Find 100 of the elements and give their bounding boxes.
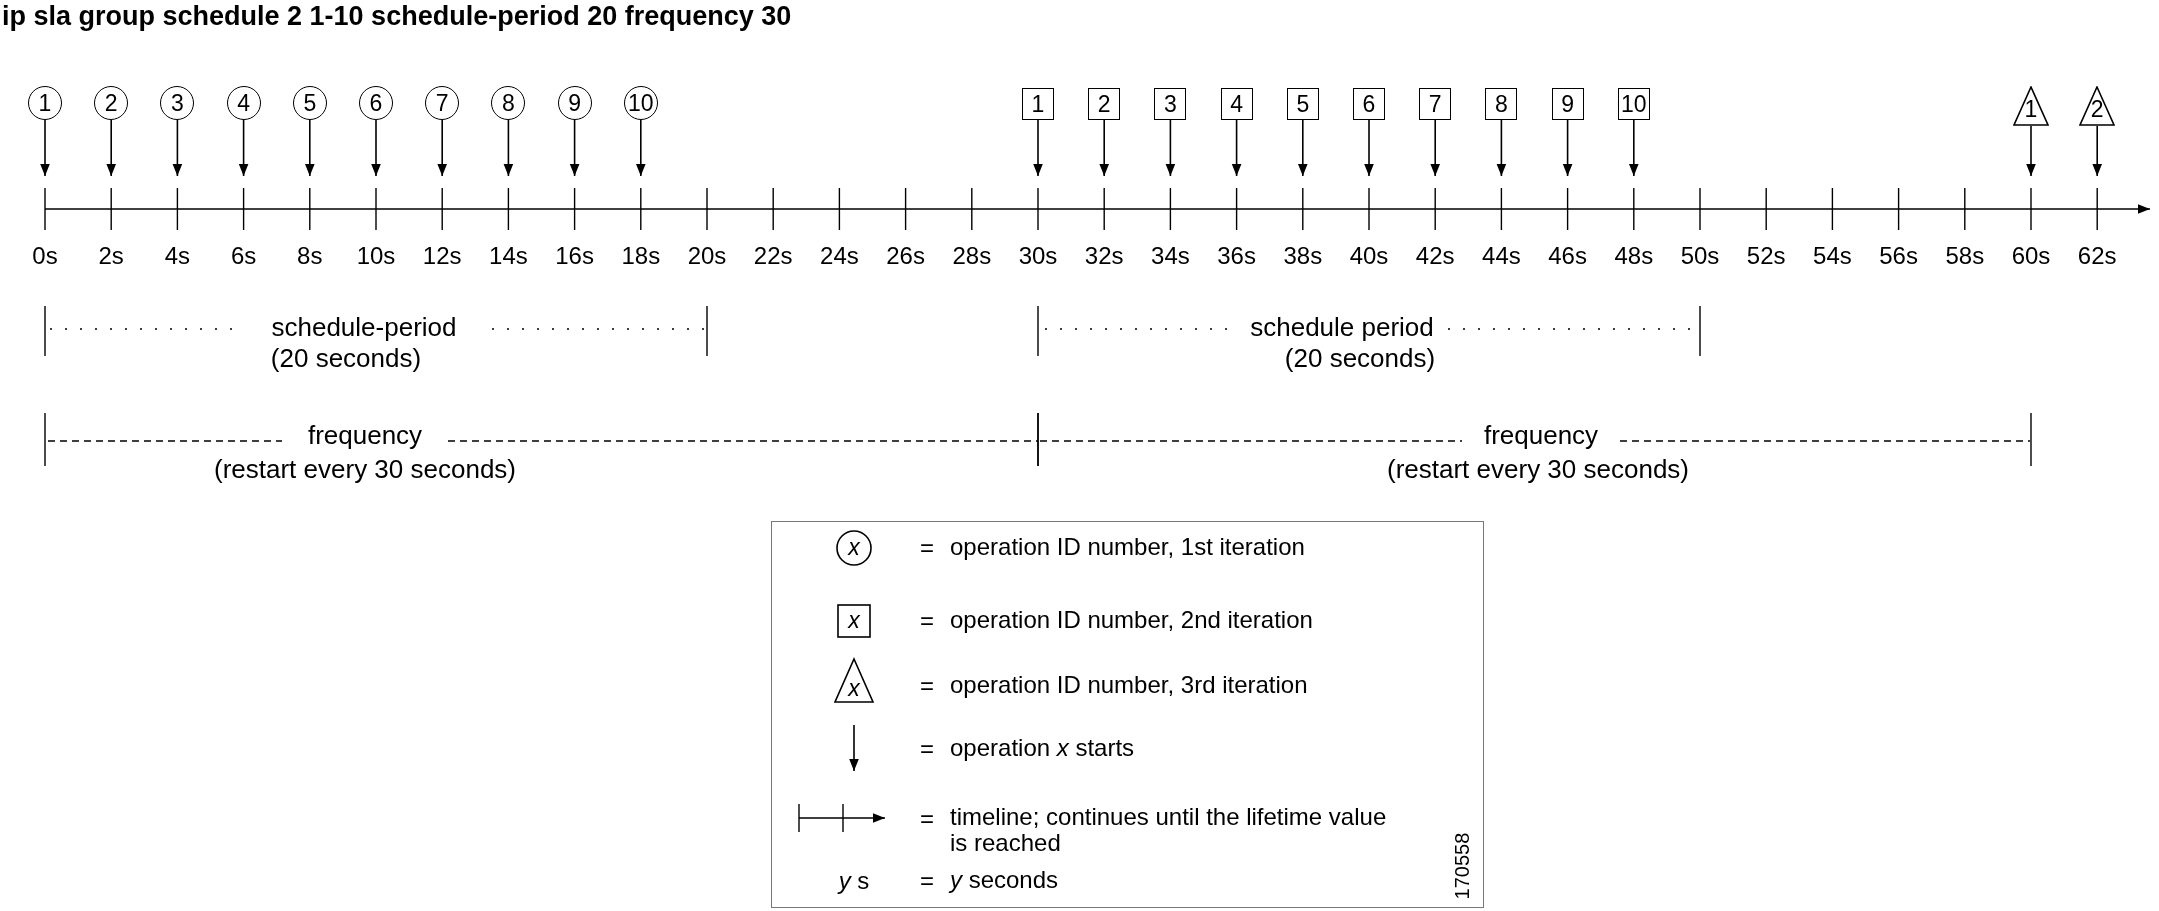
arrow [106, 119, 116, 177]
arrow [437, 119, 447, 177]
numbered-circle: 9 [557, 86, 592, 120]
legend-symbol-text: y s [838, 867, 870, 895]
title: ip sla group schedule 2 1-10 schedule-period 20 frequency 30 [2, 2, 792, 32]
numbered-square: 7 [1419, 88, 1452, 120]
equals-sign: = [920, 534, 934, 562]
arrow [1298, 119, 1308, 177]
numbered-circle: 6 [359, 86, 393, 120]
bracket-label: frequency [1483, 420, 1599, 450]
tick-label: 40s [1349, 242, 1389, 270]
bracket-label: frequency [307, 420, 423, 450]
arrow [1165, 119, 1176, 177]
tick-label: 20s [687, 242, 727, 270]
tick-label: 44s [1482, 242, 1521, 270]
arrow [1231, 119, 1242, 177]
tick-label: 42s [1415, 242, 1455, 270]
numbered-square: 9 [1551, 88, 1584, 120]
tick-label: 32s [1084, 242, 1124, 270]
equals-sign: = [920, 607, 934, 635]
equals-sign: = [920, 805, 934, 833]
symbol-variable: x [848, 676, 860, 702]
legend-text: y seconds [950, 867, 1059, 894]
equals-sign: = [920, 672, 934, 700]
numbered-square: 3 [1154, 88, 1187, 120]
arrow [2092, 125, 2102, 177]
tick-label: 10s [356, 242, 396, 270]
numbered-square: 8 [1485, 88, 1518, 120]
bracket-label: (20 seconds) [270, 343, 422, 373]
tick-label: 8s [297, 242, 323, 270]
numbered-circle: 10 [623, 86, 658, 120]
arrow [1430, 119, 1440, 177]
tick-label: 22s [753, 242, 793, 270]
tick-label: 2s [98, 242, 124, 270]
numbered-circle: 7 [425, 86, 460, 120]
arrow [1364, 119, 1374, 177]
tick-label: 46s [1548, 242, 1587, 270]
arrow [503, 119, 514, 177]
numbered-square: 2 [1088, 88, 1121, 120]
bracket-label: (restart every 30 seconds) [1387, 454, 1689, 484]
tick-label: 34s [1151, 242, 1190, 270]
tick-label: 62s [2077, 242, 2117, 270]
arrow [172, 119, 183, 177]
tick-label: 6s [230, 242, 257, 270]
symbol-variable: x [848, 608, 860, 634]
numbered-triangle: 1 [2013, 86, 2049, 126]
legend-text: timeline; continues until the lifetime value is reached [950, 804, 1388, 857]
numbered-circle: 2 [94, 86, 129, 120]
bracket-label: schedule period [1250, 312, 1434, 342]
tick-label: 30s [1018, 242, 1058, 270]
equals-sign: = [920, 867, 934, 895]
arrow [1629, 119, 1639, 177]
legend-text: operation x starts [950, 735, 1135, 762]
arrow [305, 119, 315, 177]
numbered-square: 6 [1353, 88, 1385, 120]
figure-number: 170558 [1451, 832, 1473, 900]
tick-label: 0s [32, 242, 58, 270]
tick-label: 4s [164, 242, 191, 270]
tick-label: 60s [2011, 242, 2051, 270]
numbered-square: 4 [1220, 88, 1253, 120]
tick-label: 28s [952, 242, 992, 270]
tick-label: 52s [1746, 242, 1786, 270]
arrow [1099, 119, 1109, 177]
bracket-label: (20 seconds) [1284, 343, 1436, 373]
symbol-variable: x [848, 535, 860, 561]
legend-text: operation ID number, 2nd iteration [950, 607, 1313, 634]
arrow [1562, 119, 1573, 177]
arrow [1033, 119, 1043, 177]
tick-label: 38s [1283, 242, 1323, 270]
tick-label: 26s [886, 242, 925, 270]
numbered-triangle: 2 [2079, 86, 2116, 126]
legend-text: operation ID number, 3rd iteration [950, 672, 1308, 699]
numbered-circle: 5 [292, 86, 327, 120]
arrow [636, 119, 646, 177]
numbered-square: 1 [1022, 88, 1054, 120]
tick-label: 48s [1614, 242, 1654, 270]
arrow [371, 119, 381, 177]
tick-label: 36s [1217, 242, 1256, 270]
numbered-circle: 3 [160, 86, 195, 120]
legend-text: operation ID number, 1st iteration [950, 534, 1305, 561]
tick-label: 54s [1813, 242, 1852, 270]
tick-label: 18s [621, 242, 661, 270]
equals-sign: = [920, 735, 934, 763]
numbered-square: 10 [1617, 88, 1650, 120]
tick-label: 56s [1879, 242, 1918, 270]
tick-label: 12s [422, 242, 462, 270]
numbered-circle: 4 [226, 86, 261, 120]
numbered-square: 5 [1286, 88, 1319, 120]
tick-label: 16s [555, 242, 594, 270]
tick-label: 24s [820, 242, 859, 270]
arrow [238, 119, 249, 177]
tick-label: 50s [1680, 242, 1720, 270]
arrow [569, 119, 580, 177]
bracket-label: schedule-period [271, 312, 457, 342]
arrow [2026, 125, 2036, 177]
numbered-circle: 1 [28, 86, 62, 120]
tick-label: 14s [489, 242, 528, 270]
bracket-label: (restart every 30 seconds) [214, 454, 516, 484]
arrow [1496, 119, 1507, 177]
numbered-circle: 8 [491, 86, 526, 120]
